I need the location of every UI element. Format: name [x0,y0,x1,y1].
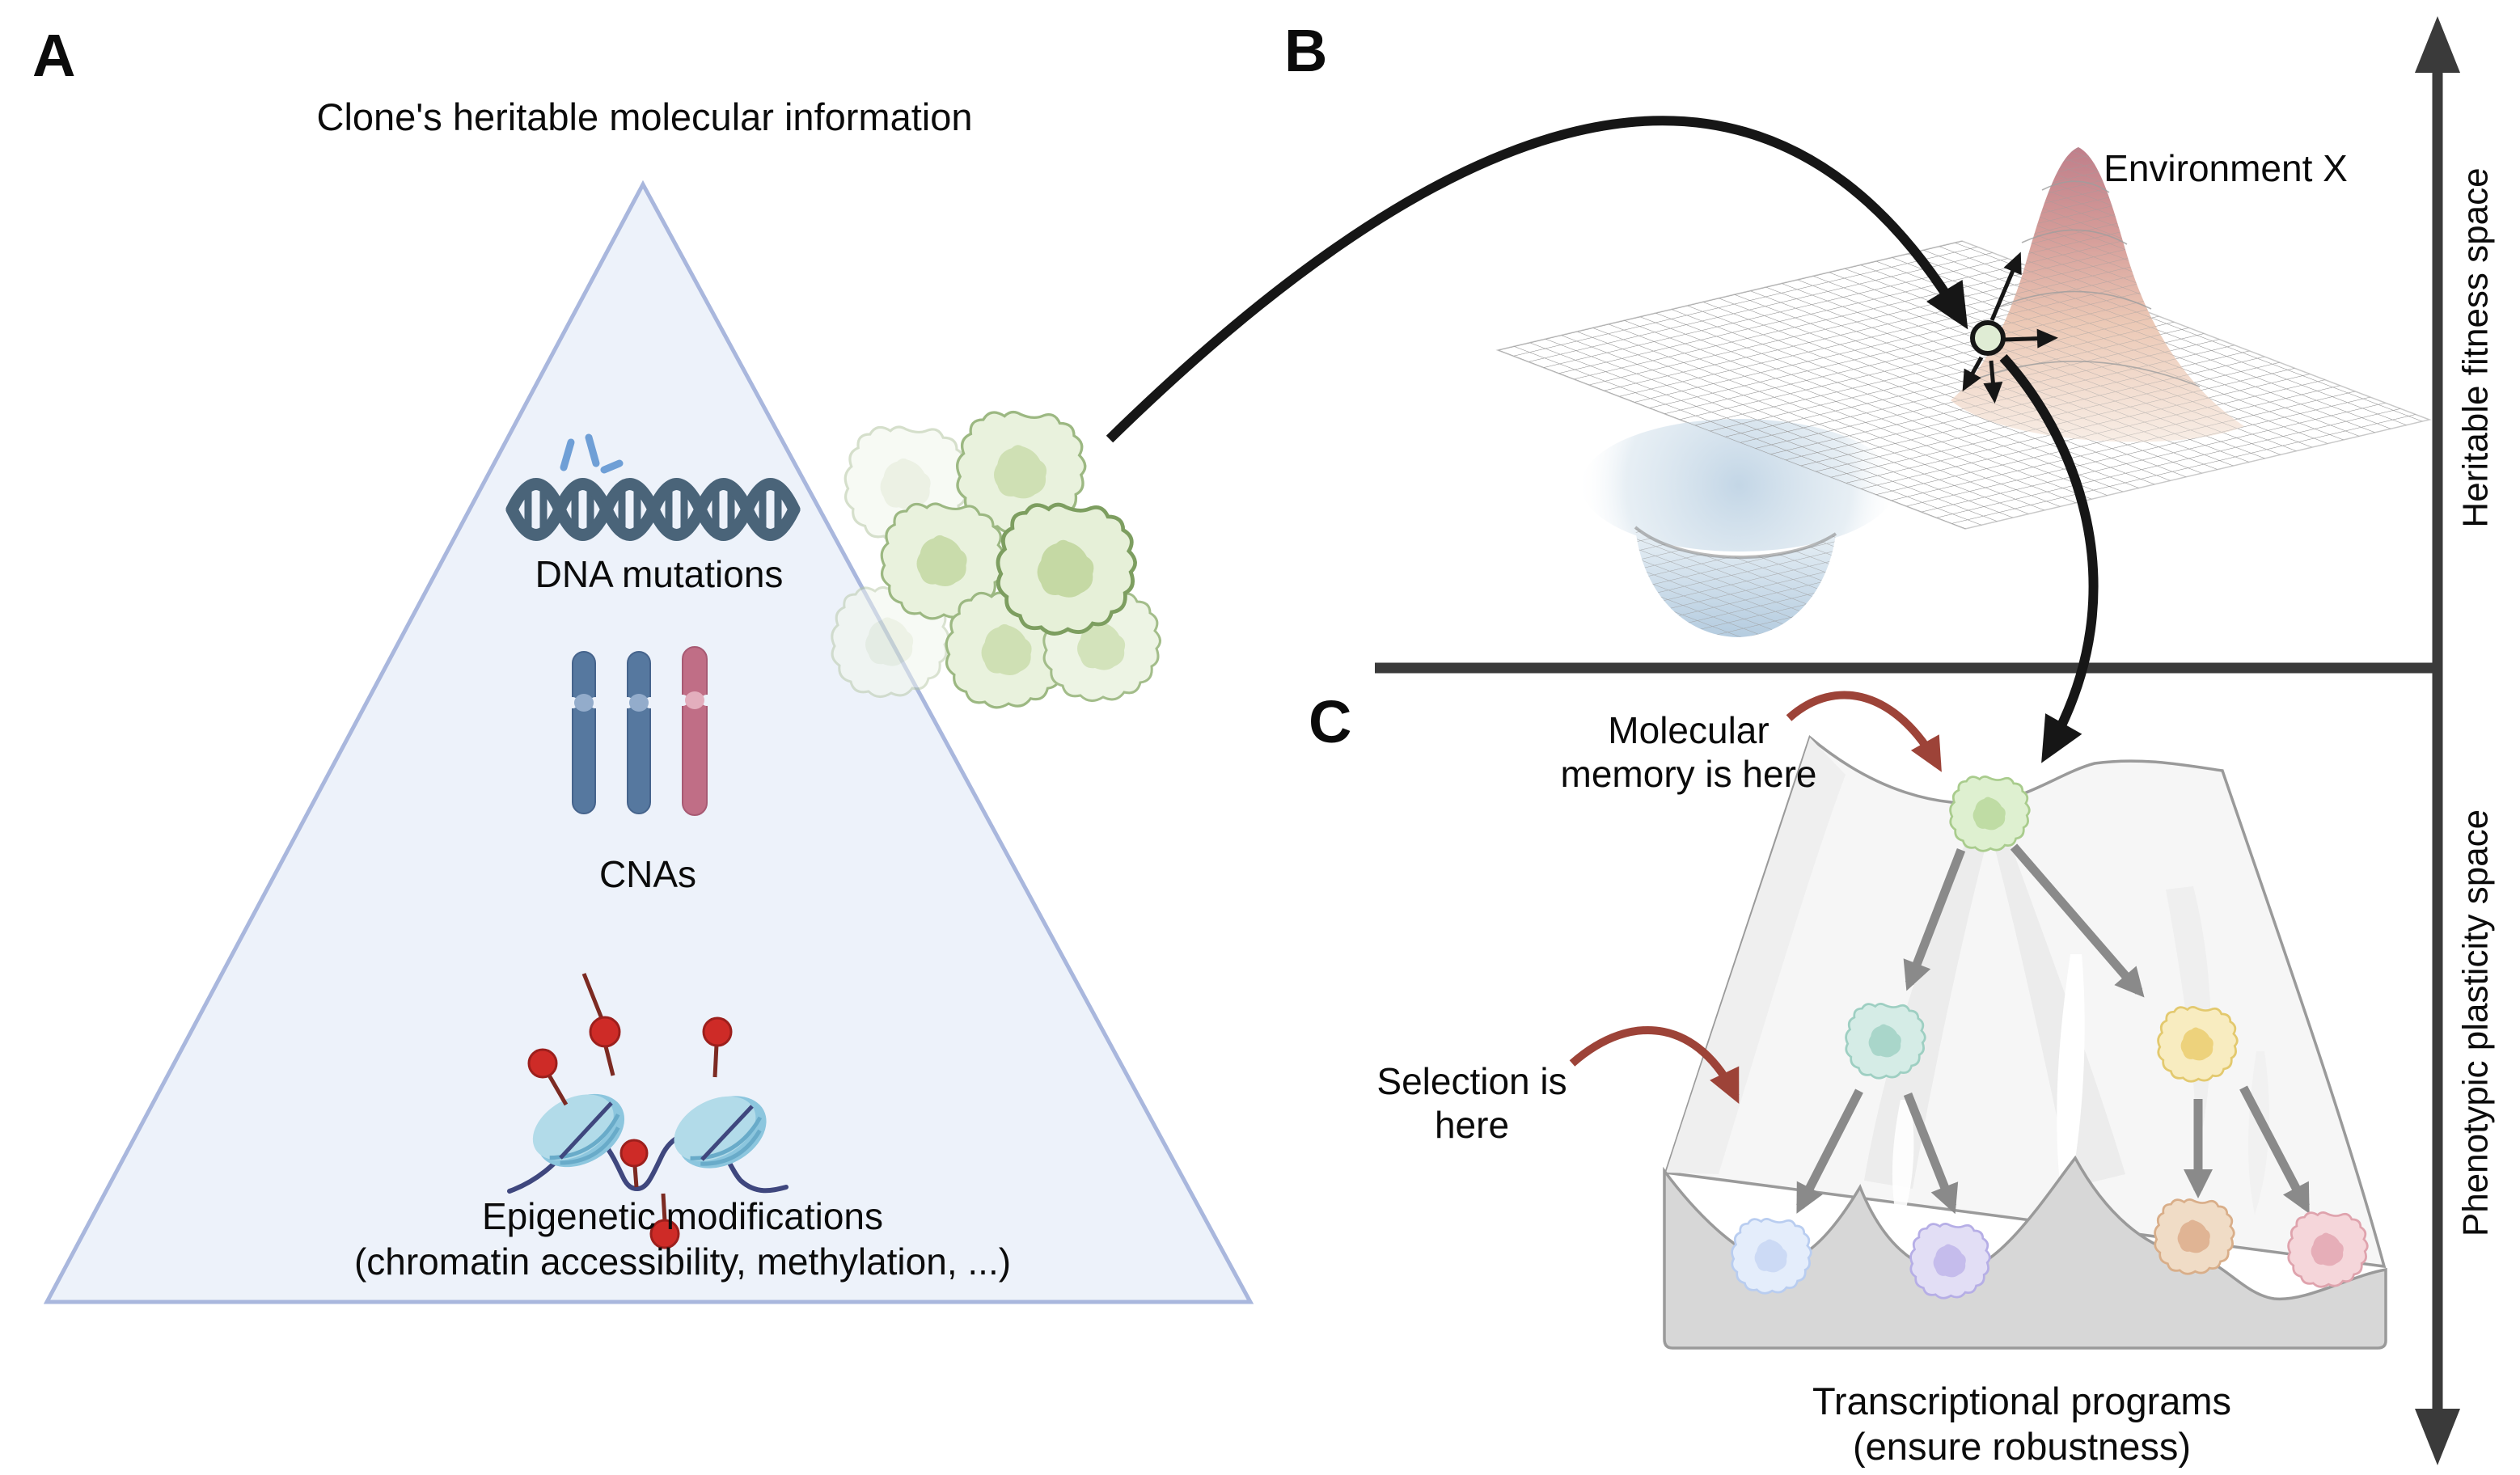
phenotypic-plasticity-axis-label: Phenotypic plasticity space [2455,809,2496,1237]
chromosome-blue-2 [622,651,656,814]
epigenetic-sublabel: (chromatin accessibility, methylation, .… [353,1240,1012,1283]
annotation-arrows [1569,691,1942,1105]
molecular-memory-arrow [1786,691,1942,772]
panel-a-title: Clone's heritable molecular information [316,95,973,138]
cell-state-tan [2154,1198,2235,1275]
cnas-label: CNAs [598,853,697,895]
fitness-basin-funnel [1634,526,1837,637]
heritable-fitness-axis-label: Heritable fitness space [2455,167,2496,528]
panel-a-label: A [32,22,76,89]
cell-state-pink [2287,1211,2369,1288]
transcriptional-programs-caption-line2: (ensure robustness) [1853,1425,2191,1468]
transcriptional-programs-caption-line1: Transcriptional programs [1812,1380,2232,1422]
selection-label-line1: Selection is [1376,1060,1567,1102]
selection-label-line2: here [1434,1104,1510,1146]
epigenetic-label: Epigenetic modifications [481,1195,884,1237]
environment-x-label: Environment X [2104,147,2348,189]
fitness-plasticity-axis-arrow [2415,16,2460,1465]
dna-mutations-label: DNA mutations [535,553,784,595]
chromosome-pink [677,646,712,816]
molecular-memory-label-line1: Molecular [1608,709,1769,751]
plasticity-landscape-icon [1569,691,2387,1350]
cells-to-fitness-arrow [1106,116,1968,443]
fitness-to-plasticity-arrow [1999,353,2099,763]
panel-b-label: B [1284,17,1328,84]
nucleosome-icon [507,973,789,1249]
fitness-surface-icon [1495,147,2432,637]
mutation-spark-icon [560,433,624,474]
panel-c-label: C [1309,688,1352,755]
dna-icon [505,433,801,541]
methylation-marks-icon [527,973,733,1249]
landscape-front-block [1663,1155,2387,1350]
selection-arrow [1569,1025,1740,1105]
chromosome-blue-1 [567,651,601,814]
chromosomes-icon [567,646,712,816]
molecular-memory-label-line2: memory is here [1560,753,1817,795]
cell-cluster-icon [831,410,1162,709]
clone-marker-icon [1962,251,2058,404]
environment-peak-icon [1951,147,2244,442]
state-transition-arrows [1796,843,2310,1215]
